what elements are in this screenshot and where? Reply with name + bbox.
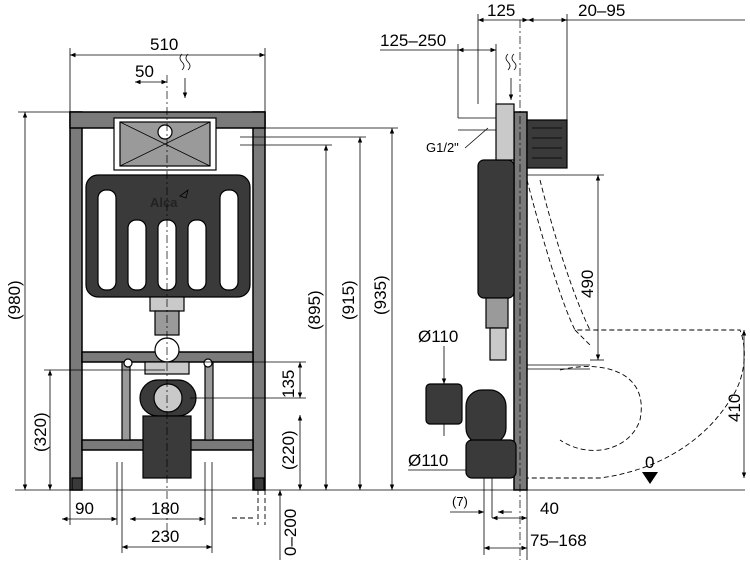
zero-level-marker (642, 472, 658, 484)
dim-label-125-250: 125–250 (380, 31, 446, 50)
front-view: Alca 510 50 (980) (320) (5, 35, 745, 560)
tank-rib-1 (127, 219, 147, 291)
frame-left-foot (71, 477, 83, 491)
wc-bowl-outline (526, 179, 745, 479)
frame-right-foot (253, 477, 265, 491)
wc-seat-hinge (574, 329, 591, 346)
frame-inner-left-brace (121, 361, 131, 441)
dim-label-410: 410 (725, 394, 744, 422)
drain-elbow-opening (153, 383, 183, 413)
dim-label-40: 40 (540, 499, 559, 518)
dim-label-220: (220) (279, 430, 298, 470)
dim-label-125: 125 (487, 1, 515, 20)
water-inlet-icon (179, 53, 191, 71)
side-view: 125 20–95 125–250 G1/2" 490 410 0 Ø110 Ø… (380, 1, 747, 560)
dim-label-230: 230 (151, 527, 179, 546)
frame-inner-right-brace (204, 361, 214, 441)
tank-rib-left (97, 189, 117, 291)
side-flush-pipe (489, 327, 507, 361)
side-cistern-top (495, 103, 515, 161)
dim-label-915: (915) (339, 280, 358, 320)
dim-label-490: 490 (578, 270, 597, 298)
dim-label-320: (320) (31, 412, 50, 452)
side-wall-bracket (526, 119, 568, 169)
dim-label-980: (980) (5, 280, 24, 320)
side-drain-bend (465, 389, 507, 445)
flush-actuator (157, 124, 173, 140)
flush-plate-cross-b (119, 121, 211, 167)
tank-rib-right (219, 189, 239, 291)
inlet-thread-leader (464, 127, 489, 149)
dim-label-90: 90 (75, 499, 94, 518)
side-frame-upright (513, 111, 528, 491)
outlet-110-bottom-label: Ø110 (408, 451, 448, 470)
zero-level-label: 0 (645, 453, 654, 472)
dim-label-7: (7) (452, 494, 468, 509)
inlet-thread-label: G1/2" (426, 140, 459, 155)
frame-left-upright (69, 111, 83, 491)
side-outlet-fitting (425, 383, 463, 425)
wc-bowl-inner (559, 366, 642, 451)
side-drain-valve (485, 297, 509, 329)
dim-label-510: 510 (150, 35, 178, 54)
tank-rib-3 (187, 219, 207, 291)
dim-label-935: (935) (371, 275, 390, 315)
side-cistern (477, 159, 515, 299)
frame-right-upright (252, 111, 266, 491)
dim-label-895: (895) (305, 290, 324, 330)
dim-label-0-200: 0–200 (281, 509, 300, 556)
outlet-110-top-label: Ø110 (418, 327, 458, 346)
stud-2 (203, 358, 213, 368)
side-drain-pipe (465, 439, 517, 479)
stud-1 (123, 358, 133, 368)
dim-label-180: 180 (151, 499, 179, 518)
dim-label-50: 50 (135, 62, 154, 81)
dim-label-135: 135 (279, 370, 298, 398)
dim-label-75-168: 75–168 (530, 531, 587, 550)
logo-bird-icon (179, 189, 189, 199)
wc-seat-line (539, 179, 591, 331)
dim-label-20-95: 20–95 (578, 1, 625, 20)
manufacturer-logo: Alca (150, 195, 178, 210)
side-water-inlet-icon (505, 53, 517, 71)
